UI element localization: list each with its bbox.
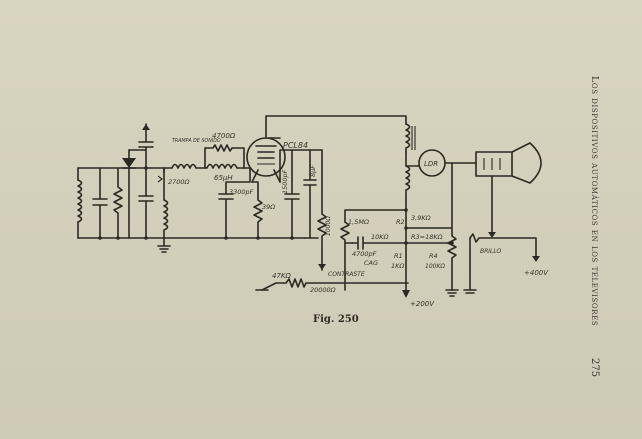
label-pcl84: PCL84 bbox=[283, 141, 308, 150]
sound-trap bbox=[165, 144, 251, 169]
label-1k: 1KΩ bbox=[391, 262, 404, 270]
label-2700: 2700Ω bbox=[168, 178, 190, 186]
label-10k: 10KΩ bbox=[371, 233, 389, 241]
label-100k: 100KΩ bbox=[425, 263, 445, 270]
label-65uh: 65μH bbox=[214, 174, 233, 182]
label-brillo: BRILLO bbox=[480, 248, 502, 255]
label-8uf: 8μF bbox=[309, 165, 317, 177]
label-ldr: LDR bbox=[424, 160, 438, 168]
label-r2: R2 bbox=[396, 218, 405, 226]
picture-tube bbox=[463, 142, 542, 294]
cathode-network bbox=[218, 149, 319, 240]
label-200v: +200V bbox=[410, 300, 435, 308]
contrast-branch bbox=[255, 149, 409, 291]
label-39: 39Ω bbox=[262, 203, 275, 211]
label-r3: R3=18KΩ bbox=[411, 233, 443, 241]
output-section bbox=[340, 123, 477, 298]
label-1500pf: 1500pF bbox=[281, 169, 289, 194]
label-4700: 4700Ω bbox=[212, 132, 236, 140]
label-20000: 20000Ω bbox=[310, 286, 336, 294]
label-1-5m: 1,5MΩ bbox=[348, 218, 369, 226]
label-r4: R4 bbox=[429, 252, 438, 260]
label-47k: 47KΩ bbox=[272, 272, 291, 280]
figure-caption: Fig. 250 bbox=[313, 314, 359, 325]
label-contraste: CONTRASTE bbox=[328, 271, 365, 278]
page-number: 275 bbox=[589, 358, 600, 378]
label-cag: CAG bbox=[364, 259, 378, 267]
label-3300pf: 3300pF bbox=[229, 188, 254, 196]
label-400v: +400V bbox=[524, 269, 549, 277]
label-1000: 1000Ω bbox=[325, 216, 332, 236]
label-r1: R1 bbox=[394, 252, 403, 260]
tube-pcl84 bbox=[246, 115, 407, 183]
input-network bbox=[77, 123, 306, 253]
component-labels: TRAMPA DE SONIDO 4700Ω 65μH PCL84 2700Ω … bbox=[168, 132, 549, 308]
label-3-9k: 3,9KΩ bbox=[411, 214, 431, 222]
running-head: Los dispositivos automáticos en los tele… bbox=[589, 76, 600, 327]
label-4700pf: 4700pF bbox=[352, 250, 377, 258]
label-trampa: TRAMPA DE SONIDO bbox=[172, 138, 221, 144]
